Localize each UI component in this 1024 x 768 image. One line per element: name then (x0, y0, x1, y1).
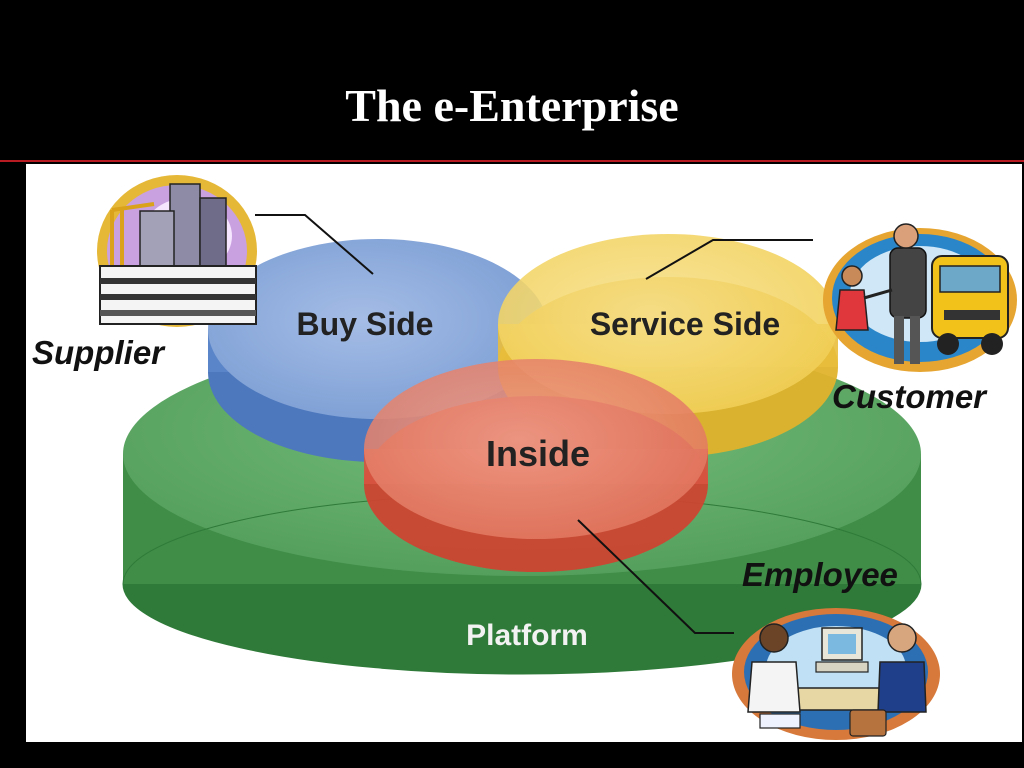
page-title: The e-Enterprise (345, 80, 679, 131)
inside-label: Inside (486, 433, 590, 474)
title-divider (0, 160, 1024, 162)
supplier-connector (255, 214, 374, 275)
parent-child-school-bus-icon (823, 223, 1017, 372)
diagram-panel: Buy Side Service Side Inside Platform (26, 164, 1022, 742)
customer-connector (645, 239, 813, 280)
service-side-label: Service Side (590, 306, 780, 342)
customer-label: Customer (832, 378, 987, 415)
platform-label: Platform (466, 619, 588, 652)
inside-disc (364, 359, 708, 572)
buy-side-label: Buy Side (297, 306, 434, 342)
e-enterprise-diagram: Buy Side Service Side Inside Platform (122, 214, 922, 675)
employee-connector (577, 519, 734, 634)
supplier-label: Supplier (32, 334, 165, 371)
employee-label: Employee (742, 556, 898, 593)
office-building-crane-icon (97, 175, 257, 327)
office-meeting-computer-icon (732, 608, 940, 740)
